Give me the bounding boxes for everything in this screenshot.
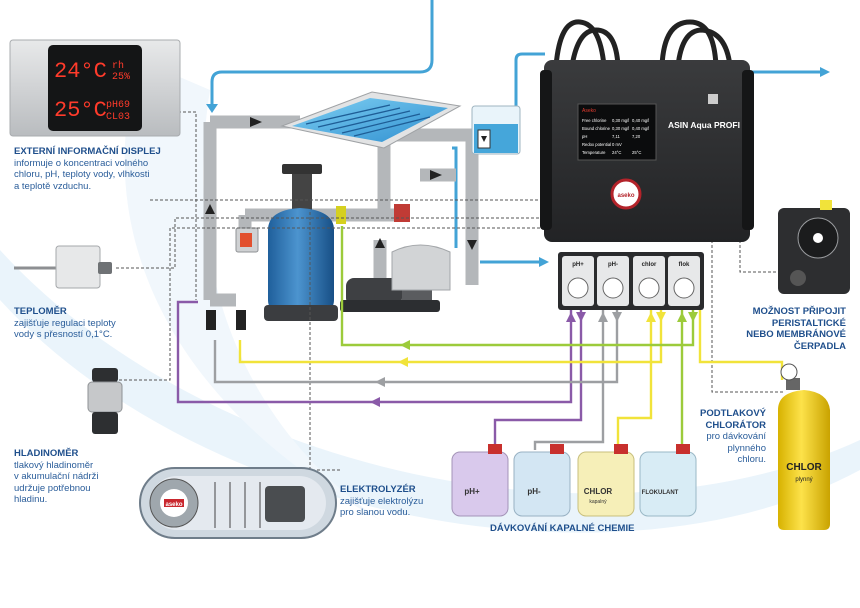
screen-rows: Free chlorine 0,30 mg/l 0,40 mg/l Bound … (582, 118, 649, 155)
circulation-pump (340, 244, 451, 312)
vacuum-annotation: PODTLAKOVÝ CHLORÁTOR pro dávkování plynn… (672, 408, 766, 466)
screen-row-value: 0 mV (612, 142, 622, 147)
water-pipes (210, 0, 825, 264)
screen-row-value: 7,11 (612, 134, 621, 139)
controller-unit (540, 19, 754, 242)
balance-tank (471, 105, 521, 155)
peristaltic-pump (778, 200, 850, 294)
pump-label-flok: flok (679, 262, 690, 268)
sand-filter (264, 164, 338, 321)
canister-label-ph-plus: pH+ (464, 487, 480, 496)
electrolyzer-annotation: ELEKTROLYZÉR zajišťuje elektrolýzu pro s… (340, 484, 460, 519)
thermometer-title: TEPLOMĚR (14, 306, 67, 317)
pump-option-annotation: MOŽNOST PŘIPOJIT PERISTALTICKÉ NEBO MEMB… (730, 306, 846, 352)
display-row2-bottom: CL03 (106, 112, 130, 123)
display-row2-value: 25°C (54, 98, 107, 123)
pump-label-ph-minus: pH- (608, 262, 618, 268)
level-annotation: HLADINOMĚR tlakový hladinoměr v akumulač… (14, 448, 154, 506)
vacuum-title-line: CHLORÁTOR (705, 419, 766, 431)
signal-lines (114, 111, 784, 471)
controller-logo: aseko (617, 193, 634, 199)
display-text-line: informuje o koncentraci volného (14, 157, 149, 169)
display-row1-value: 24°C (54, 59, 107, 84)
canister-sub-chlor: kapalný (589, 499, 607, 505)
arrow-right-icon (539, 257, 549, 267)
level-text-line: udržuje potřebnou (14, 482, 91, 494)
thermometer-text-line: zajišťuje regulaci teploty (14, 317, 116, 329)
pump-label-chlor: chlor (642, 262, 657, 268)
screen-row-label: Free chlorine (582, 118, 607, 123)
pump-title-line: PERISTALTICKÉ (771, 317, 846, 329)
screen-row-value: 0,30 mg/l (612, 126, 629, 131)
cylinder-sub: plynný (795, 477, 812, 483)
vacuum-text-line: chloru. (737, 454, 766, 465)
screen-row-label: Temperature (582, 150, 606, 155)
display-text-line: chloru, pH, teploty vody, vlhkosti (14, 169, 150, 180)
thermometer-annotation: TEPLOMĚR zajišťuje regulaci teploty vody… (14, 306, 174, 341)
display-row2-top: pH69 (106, 100, 130, 111)
dosing-annotation: DÁVKOVÁNÍ KAPALNÉ CHEMIE (490, 523, 680, 535)
dosing-lines (176, 226, 784, 450)
thermometer-text-line: vody s přesností 0,1°C. (14, 329, 113, 340)
chlorine-cylinder (778, 363, 830, 530)
display-title: EXTERNÍ INFORMAČNÍ DISPLEJ (14, 146, 161, 157)
screen-row-value: 0,30 mg/l (612, 118, 629, 123)
dosing-pumps (558, 252, 704, 310)
electrolyzer-device (139, 467, 337, 539)
pump-title-line: MOŽNOST PŘIPOJIT (752, 306, 846, 317)
electrolyzer-text-line: pro slanou vodu. (340, 507, 411, 518)
display-row1-extra: 25% (112, 72, 130, 83)
screen-row-target: 25°C (632, 150, 641, 155)
screen-row-target: 7,20 (632, 134, 641, 139)
thermometer-device (14, 245, 112, 289)
background-swoosh-2 (124, 60, 380, 520)
pump-label-ph-plus: pH+ (572, 262, 584, 268)
flow-meter (235, 227, 259, 253)
vacuum-text-line: plynného (727, 442, 766, 454)
arrow-down-icon (206, 104, 218, 113)
pool (280, 91, 462, 149)
screen-row-target: 0,40 mg/l (632, 126, 649, 131)
cylinder-label: CHLOR (786, 462, 822, 473)
level-text-line: hladinu. (14, 494, 48, 505)
dosing-title: DÁVKOVÁNÍ KAPALNÉ CHEMIE (490, 523, 635, 534)
screen-row-value: 24°C (612, 150, 621, 155)
screen-row-label: Bound chlorine (582, 126, 611, 131)
level-text-line: tlakový hladinoměr (14, 459, 94, 471)
controller-brand: ASIN Aqua PROFI (668, 120, 740, 130)
external-display: 24°C rh 25% 25°C pH69 CL03 (9, 39, 181, 137)
canister-label-chlor: CHLOR (584, 487, 613, 496)
pump-title-line: NEBO MEMBRÁNOVÉ (746, 329, 846, 340)
level-text-line: v akumulační nádrži (14, 471, 99, 482)
screen-row-target: 0,40 mg/l (632, 118, 649, 123)
electrolyzer-text-line: zajišťuje elektrolýzu (340, 495, 424, 507)
screen-row-label: pH (582, 134, 587, 139)
canister-label-flokulant: FLOKULANT (642, 490, 679, 496)
vacuum-text-line: pro dávkování (706, 431, 766, 442)
background-swoosh (0, 250, 860, 533)
display-text-line: a teplotě vzduchu. (14, 180, 92, 192)
pump-title-line: ČERPADLA (793, 340, 846, 352)
electrolyzer-logo: aseko (165, 502, 182, 508)
screen-header: Aseko (582, 108, 596, 114)
display-annotation: EXTERNÍ INFORMAČNÍ DISPLEJ informuje o k… (14, 146, 214, 192)
level-sensor (87, 368, 123, 434)
chemical-canisters (451, 444, 697, 517)
level-title: HLADINOMĚR (14, 448, 79, 459)
dosing-arrows (370, 312, 698, 407)
canister-label-ph-minus: pH- (527, 487, 541, 496)
arrow-right-icon (820, 67, 830, 77)
electrolyzer-title: ELEKTROLYZÉR (340, 484, 416, 495)
vacuum-title-line: PODTLAKOVÝ (700, 408, 766, 419)
display-row1-unit: rh (112, 60, 124, 72)
screen-row-label: Redox potential (582, 142, 611, 147)
